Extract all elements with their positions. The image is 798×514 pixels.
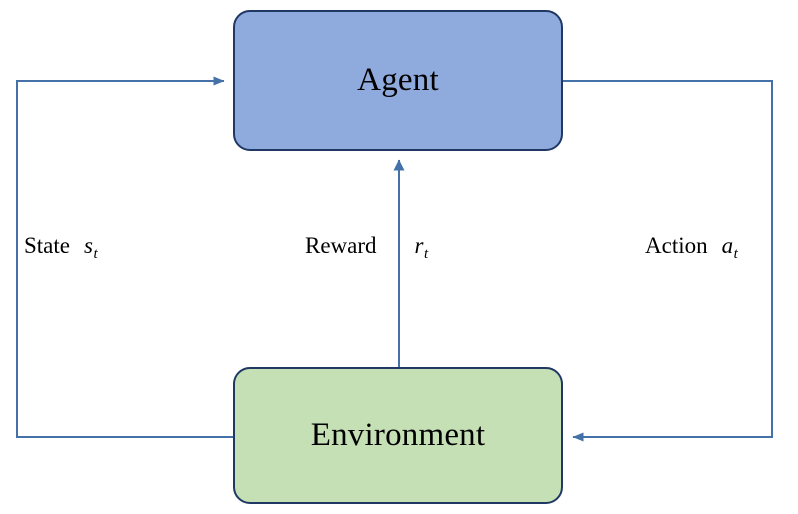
reward-edge-label: Reward rt	[305, 234, 428, 262]
action-edge-text: Action	[645, 233, 708, 258]
reward-edge-subscript: t	[423, 245, 429, 262]
environment-node[interactable]: Environment	[233, 367, 563, 504]
agent-node-label: Agent	[357, 62, 439, 98]
state-edge-text: State	[24, 233, 70, 258]
action-arrow	[563, 80, 773, 442]
state-edge-subscript: t	[93, 245, 98, 262]
state-edge-symbol: s	[84, 233, 93, 258]
environment-node-label: Environment	[310, 417, 486, 453]
action-edge-subscript: t	[733, 245, 738, 262]
state-arrow	[16, 76, 233, 438]
reward-edge-text: Reward	[305, 233, 377, 258]
agent-node[interactable]: Agent	[233, 10, 563, 151]
reward-edge-symbol: r	[414, 233, 424, 258]
action-edge-symbol: a	[721, 233, 734, 258]
